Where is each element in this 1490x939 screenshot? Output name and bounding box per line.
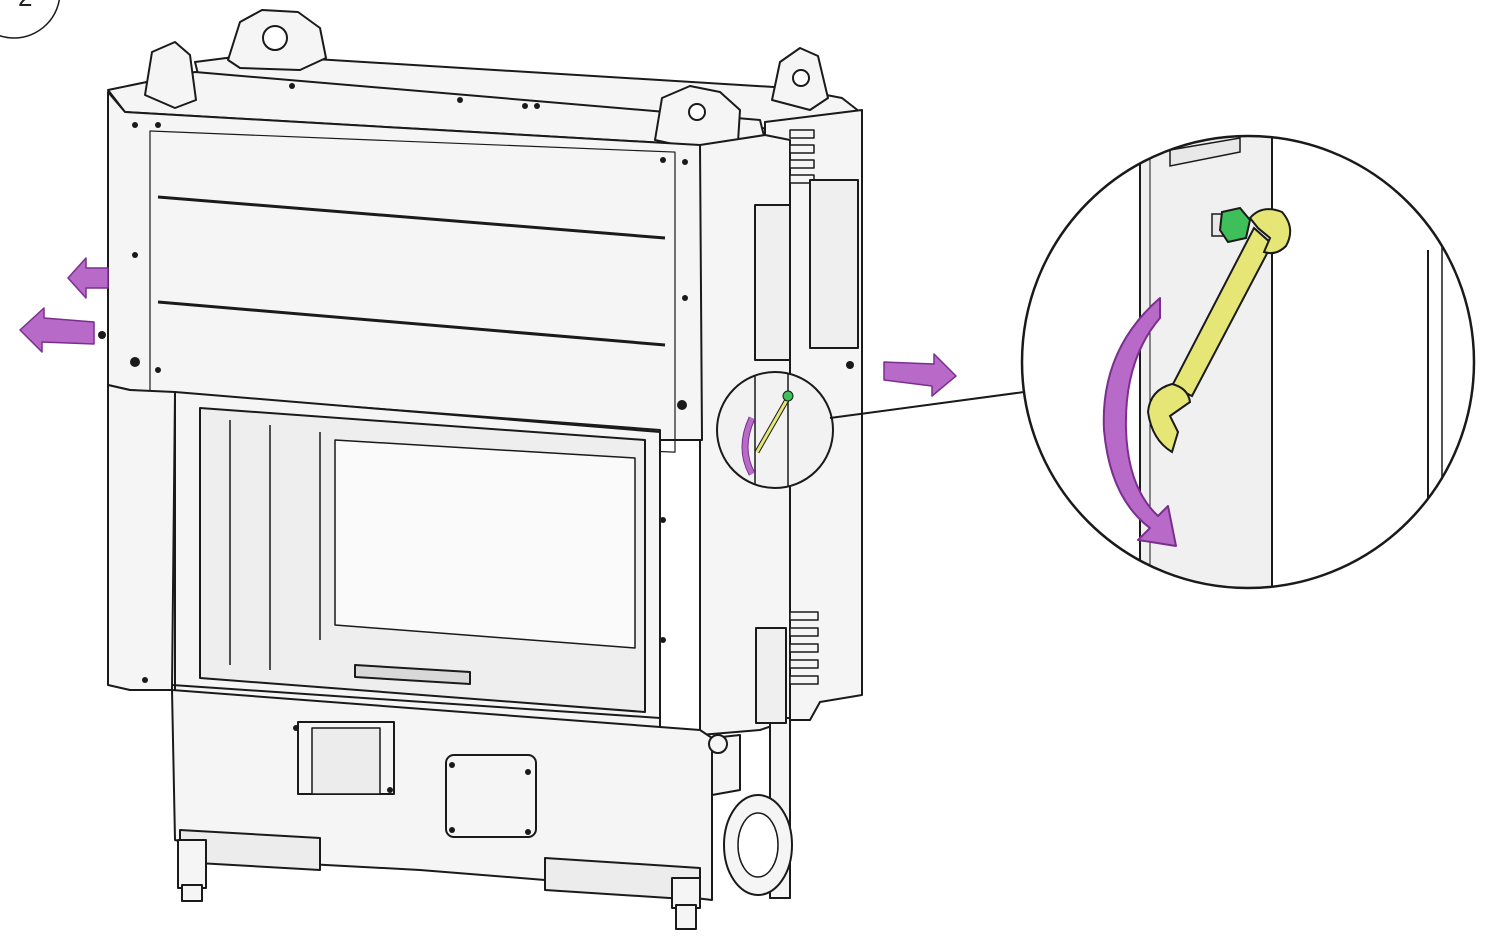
zoom-detail bbox=[1020, 134, 1476, 590]
callout-leader bbox=[829, 391, 1025, 419]
front-slot-lower bbox=[157, 300, 666, 347]
access-plate-right bbox=[445, 754, 537, 838]
side-access-window bbox=[809, 179, 859, 349]
lifting-lug-front-right bbox=[654, 85, 741, 151]
firebox-back-wall bbox=[334, 439, 636, 649]
step-badge: 2 bbox=[0, 0, 61, 39]
lifting-lug-front-left bbox=[144, 41, 197, 109]
screws bbox=[98, 83, 854, 835]
wrench-icon bbox=[1146, 208, 1292, 454]
push-arrow-left-lower bbox=[19, 307, 95, 353]
front-upper-panel bbox=[107, 91, 703, 441]
air-intake-opening bbox=[737, 812, 779, 878]
leg-front-left bbox=[177, 839, 207, 902]
lifting-lug-rear-right bbox=[771, 47, 829, 111]
door-handle bbox=[354, 664, 471, 685]
rotate-icon bbox=[1102, 297, 1177, 547]
push-arrow-right bbox=[883, 353, 957, 397]
nut-icon bbox=[1211, 206, 1252, 244]
push-arrow-left-upper bbox=[67, 257, 109, 299]
step-number: 2 bbox=[18, 0, 32, 12]
detail-marker-circle bbox=[716, 371, 834, 489]
door-sill bbox=[171, 684, 661, 719]
connection-fitting bbox=[708, 734, 728, 754]
front-slot-upper bbox=[157, 195, 666, 240]
side-panel-window bbox=[754, 204, 791, 361]
vent-slots-top bbox=[789, 129, 815, 184]
access-plate-left-inner bbox=[311, 727, 381, 795]
fireplace-insert bbox=[107, 9, 863, 930]
vent-slots-bottom bbox=[789, 611, 819, 685]
leg-front-right bbox=[671, 877, 701, 930]
left-side-column bbox=[107, 384, 176, 691]
side-lower-plate bbox=[755, 627, 787, 724]
lifting-lug-rear-left bbox=[227, 9, 327, 71]
